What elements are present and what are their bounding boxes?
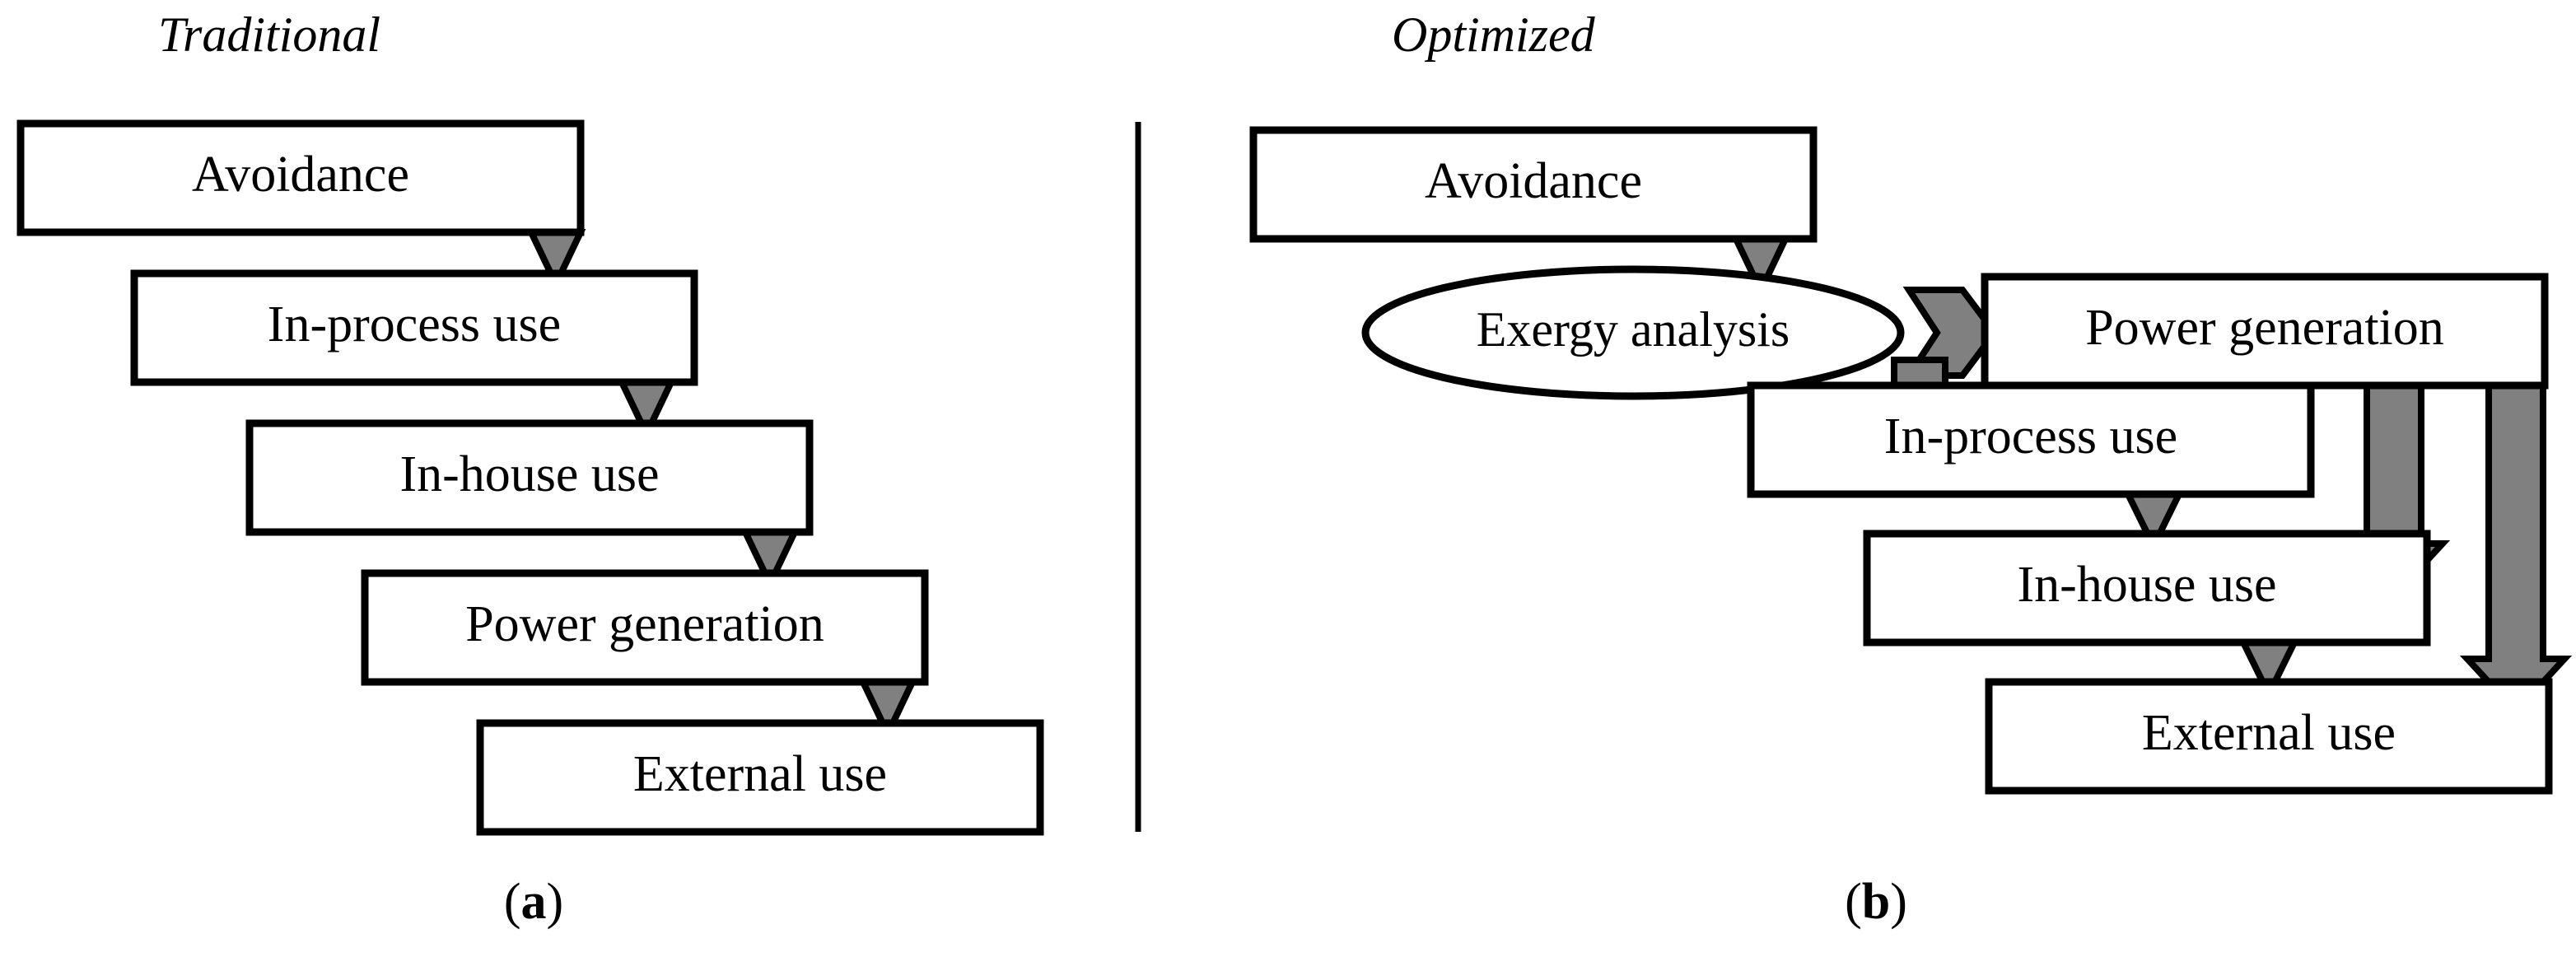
caption-b-suffix: ) xyxy=(1890,874,1907,930)
node-label-in-house-use: In-house use xyxy=(399,446,659,502)
arrow-exergy-analysis-to-power-generation xyxy=(1902,287,1999,379)
node-box xyxy=(245,419,814,536)
node-traditional-power-generation: Power generation xyxy=(361,569,929,686)
node-box xyxy=(1863,530,2431,647)
arrow-power-generation-to-external-use-long xyxy=(2459,343,2573,717)
caption-a-prefix: ( xyxy=(504,874,521,930)
node-box xyxy=(1985,678,2553,795)
node-traditional-in-house-use: In-house use xyxy=(245,419,814,536)
subfigure-caption-a: (a) xyxy=(504,874,563,930)
node-optimized-exergy-analysis: Exergy analysis xyxy=(1361,265,1905,400)
node-optimized-in-process-use: In-process use xyxy=(1747,381,2315,498)
caption-b-prefix: ( xyxy=(1845,874,1862,930)
node-ellipse xyxy=(1361,265,1905,400)
node-optimized-power-generation: Power generation xyxy=(1981,273,2549,390)
panel-traditional: Traditional Avoidance In-process use xyxy=(16,7,1044,930)
node-box xyxy=(476,719,1044,836)
node-box xyxy=(361,569,929,686)
node-box xyxy=(1747,381,2315,498)
node-traditional-in-process-use: In-process use xyxy=(130,269,698,386)
node-label-power-generation: Power generation xyxy=(465,596,824,652)
caption-b-letter: b xyxy=(1862,874,1890,930)
caption-a-suffix: ) xyxy=(547,874,564,930)
node-label-exergy-analysis: Exergy analysis xyxy=(1477,302,1790,357)
panel-title-traditional: Traditional xyxy=(158,7,380,62)
node-label-external-use: External use xyxy=(633,746,887,802)
node-box xyxy=(16,119,585,236)
node-label-avoidance: Avoidance xyxy=(1425,153,1642,209)
node-optimized-avoidance: Avoidance xyxy=(1249,126,1818,243)
panel-title-optimized: Optimized xyxy=(1392,7,1596,62)
node-label-avoidance: Avoidance xyxy=(192,147,409,203)
node-label-external-use: External use xyxy=(2142,705,2396,761)
node-traditional-external-use: External use xyxy=(476,719,1044,836)
panel-optimized: Optimized Avoidance xyxy=(1249,7,2573,930)
node-label-in-process-use: In-process use xyxy=(1884,408,2177,464)
node-label-in-process-use: In-process use xyxy=(268,296,561,352)
node-label-power-generation: Power generation xyxy=(2085,300,2444,356)
caption-a-letter: a xyxy=(521,874,547,930)
node-optimized-in-house-use: In-house use xyxy=(1863,530,2431,647)
subfigure-caption-b: (b) xyxy=(1845,874,1907,930)
node-box xyxy=(130,269,698,386)
node-label-in-house-use: In-house use xyxy=(2017,557,2276,613)
node-optimized-external-use: External use xyxy=(1985,678,2553,795)
node-box xyxy=(1249,126,1818,243)
node-traditional-avoidance: Avoidance xyxy=(16,119,585,236)
